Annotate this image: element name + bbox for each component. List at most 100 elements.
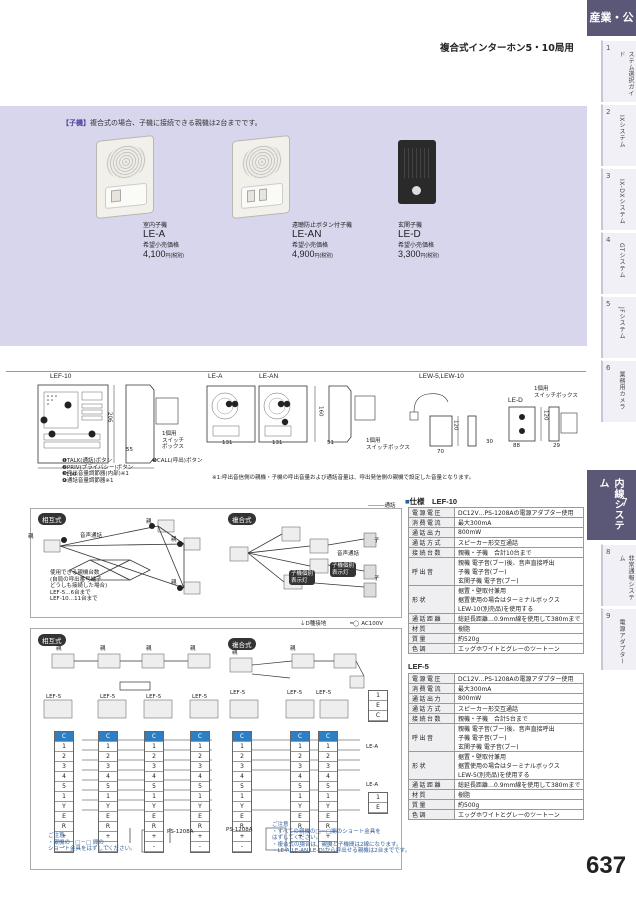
product-category: 室内子機: [143, 222, 168, 229]
tab-label: IXシステム: [618, 115, 625, 148]
composite-diagram: [229, 526, 377, 598]
terminal: 2: [233, 752, 251, 762]
lean-title: LE-AN: [259, 373, 279, 380]
product-model: LE-AN: [292, 229, 322, 240]
spec-key: 消費電流: [408, 683, 455, 694]
spec-key: 通話出力: [408, 527, 455, 538]
lef10-switch-box: 1個用 スイッチ ボックス: [162, 431, 185, 451]
legend-talk-volume: ❹通話音量調節器※1: [62, 477, 114, 484]
parent-label: 親: [100, 646, 106, 652]
terminal: 2: [191, 752, 209, 762]
terminal: 5: [55, 782, 73, 792]
terminal: 3: [145, 762, 163, 772]
terminal: 1: [319, 792, 337, 802]
spec-key: 電源電圧: [408, 507, 455, 518]
mutual-diagram: [43, 519, 201, 595]
spec-row: 質量約520g: [408, 633, 585, 644]
ac-legend: ═◯ AC100V: [350, 621, 383, 627]
terminal: 1: [191, 792, 209, 802]
terminal: 4: [291, 772, 309, 782]
tab-number: 4: [606, 236, 611, 244]
price-label: 希望小売価格: [143, 242, 180, 249]
terminal: 1: [369, 691, 387, 701]
terminal: -: [145, 842, 163, 852]
terminal: 1: [55, 742, 73, 752]
tab-number: 9: [606, 612, 611, 620]
spec-value: 親機・子機 合計5台まで: [453, 713, 585, 724]
wiring-composite-tag: 複合式: [228, 638, 256, 650]
spec-key: 形状: [408, 751, 455, 780]
lew-width: 70: [437, 449, 444, 455]
tab-number: 2: [606, 108, 611, 116]
spec-value: 約520g: [453, 633, 585, 644]
section-tab-rail: 産業・公共 1インターホンシステム選択ガイド2IXシステム3IX-DXシステム4…: [587, 0, 636, 900]
speech-line-label: 音声通話: [80, 533, 103, 539]
dimension-legend: ❶TALK(通話)ボタン ❷PRIV(プライバシー)ボタン ❸呼出音量調節器(内…: [62, 458, 192, 484]
spec-value: 据置・壁取付兼用 据置使用の場合はターミナルボックス LEW-5(別売品)を使用…: [453, 751, 585, 780]
terminal: 5: [233, 782, 251, 792]
spec-row: 通話距離総延長距離…0.9mm線を使用して380mまで: [408, 779, 585, 790]
terminal: +: [291, 832, 309, 842]
lea-label: LE-A: [366, 744, 379, 750]
product-le-an: 遠聴防止ボタン付子機 LE-AN 希望小売価格 4,900円(税別): [292, 220, 352, 259]
tab-number: 7: [621, 496, 628, 509]
band-note: 複合式の場合、子機に接続できる親機は2台までです。: [90, 119, 262, 127]
led-width: 88: [513, 443, 520, 449]
section-tab-1[interactable]: 1インターホンシステム選択ガイド: [601, 40, 636, 102]
price-unit: 円(税別): [165, 253, 184, 259]
spec-row: 材質樹脂: [408, 623, 585, 634]
parent-label: 親: [56, 646, 62, 652]
spec-key: 通話出力: [408, 693, 455, 704]
psu-label: PS-1208A: [226, 827, 253, 833]
terminal: C: [145, 732, 163, 742]
terminal: +: [145, 832, 163, 842]
terminal: Y: [233, 802, 251, 812]
wiring-note-right: ご注意 ・すべての親機の□－□間のショート金具を はずしてください。 ・複合式の…: [272, 822, 411, 855]
terminal: 1: [99, 792, 117, 802]
terminal: 4: [319, 772, 337, 782]
terminal: Y: [55, 802, 73, 812]
terminal: +: [191, 832, 209, 842]
lef5-label: LEF-5: [287, 690, 303, 696]
terminal: R: [319, 822, 337, 832]
spec-value: 親機 電子音(ブー)後、音声直接呼出 子機 電子音(ブー) 玄関子機 電子音(ブ…: [453, 723, 585, 752]
le-a-photo: [96, 134, 154, 220]
spec-value: 約500g: [453, 799, 585, 810]
spec-value: 最大300mA: [453, 683, 585, 694]
spec-row: 消費電流最大300mA: [408, 683, 585, 694]
product-model: LE-D: [398, 229, 421, 240]
terminal: -: [55, 842, 73, 852]
terminal: 2: [291, 752, 309, 762]
spec-key: 消費電流: [408, 517, 455, 528]
lew-title: LEW-5,LEW-10: [419, 373, 464, 380]
product-le-a: 室内子機 LE-A 希望小売価格 4,100円(税別): [143, 220, 184, 259]
spec-row: 通話方式スピーカー形交互通話: [408, 703, 585, 714]
terminal: -: [291, 842, 309, 852]
indicator-callout: 子機個別 表示灯: [289, 570, 316, 586]
terminal: 3: [233, 762, 251, 772]
spec-value: DC12V…PS-1208Aの電源アダプター使用: [453, 507, 585, 518]
terminal: 4: [233, 772, 251, 782]
terminal: -: [233, 842, 251, 852]
child-label: 子: [374, 576, 380, 582]
terminal: +: [233, 832, 251, 842]
terminal: Y: [191, 802, 209, 812]
terminal: E: [233, 812, 251, 822]
led-height: 120: [542, 410, 549, 421]
terminal: 3: [55, 762, 73, 772]
terminal: 4: [145, 772, 163, 782]
